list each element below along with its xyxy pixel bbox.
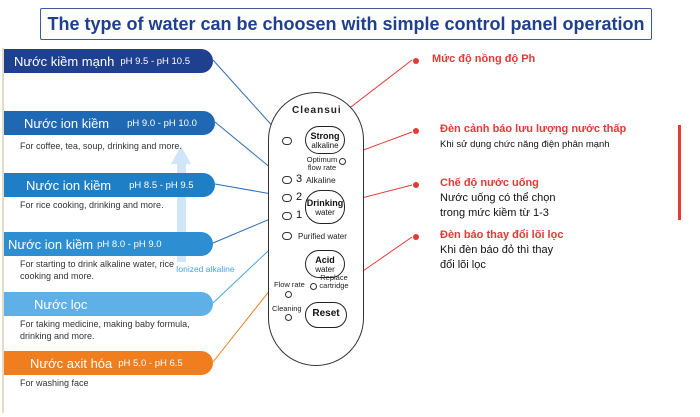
ph-range: pH 8.0 - pH 9.0 bbox=[97, 238, 162, 250]
band-ion-alkaline-low: Nước ion kiềm pH 8.0 - pH 9.0 bbox=[4, 232, 213, 256]
indicator-level-2 bbox=[282, 194, 292, 202]
cleaning-label: Cleaning bbox=[272, 304, 302, 313]
drinking-button-label: Drinking bbox=[306, 198, 344, 208]
right-accent-bar bbox=[678, 125, 681, 220]
annotation-title: Mức độ nồng độ Ph bbox=[432, 53, 536, 65]
band-strong-alkaline: Nước kiềm mạnh pH 9.5 - pH 10.5 bbox=[4, 49, 213, 73]
water-type-desc: For washing face bbox=[20, 378, 89, 388]
strong-alkaline-button[interactable]: Strong alkaline bbox=[305, 126, 345, 154]
indicator-level-1 bbox=[282, 212, 292, 220]
level-2-number: 2 bbox=[296, 191, 303, 203]
indicator-level-3 bbox=[282, 176, 292, 184]
drinking-button-sublabel: water bbox=[315, 208, 335, 217]
annotation-title: Đèn báo thay đổi lõi lọc bbox=[440, 229, 564, 241]
ph-range: pH 8.5 - pH 9.5 bbox=[129, 179, 194, 191]
annotation-dot bbox=[413, 128, 419, 134]
acid-water-button[interactable]: Acid water bbox=[305, 250, 345, 278]
ph-range: pH 5.0 - pH 6.5 bbox=[118, 357, 183, 369]
annotation-replace: Đèn báo thay đổi lõi lọc Khi đèn báo đỏ … bbox=[440, 228, 563, 273]
band-acidic: Nước axit hóa pH 5.0 - pH 6.5 bbox=[4, 351, 213, 375]
annotation-dot bbox=[413, 58, 419, 64]
water-type-name: Nước kiềm mạnh bbox=[14, 53, 115, 69]
water-type-desc: For starting to drink alkaline water, ri… bbox=[20, 259, 175, 281]
indicator-strong bbox=[282, 137, 292, 145]
title-box: The type of water can be choosen with si… bbox=[40, 8, 652, 40]
ph-range: pH 9.0 - pH 10.0 bbox=[127, 117, 197, 129]
ionized-alkaline-label: Ionized alkaline bbox=[176, 264, 235, 274]
water-type-name: Nước axit hóa bbox=[30, 355, 113, 371]
water-type-name: Nước ion kiềm bbox=[24, 115, 110, 131]
drinking-water-button[interactable]: Drinking water bbox=[305, 190, 345, 224]
left-frame-line bbox=[2, 48, 4, 413]
indicator-purified bbox=[282, 232, 292, 240]
annotation-drink-mode: Chế độ nước uống Nước uống có thể chọn t… bbox=[440, 176, 555, 221]
flow-rate-led bbox=[285, 291, 292, 298]
cleaning-led bbox=[285, 314, 292, 321]
annotation-text: trong mức kiềm từ 1-3 bbox=[440, 207, 549, 219]
water-type-desc: For taking medicine, making baby formula… bbox=[20, 319, 190, 341]
band-purified: Nước lọc bbox=[4, 292, 213, 316]
annotation-low-flow: Đèn cảnh báo lưu lượng nước thấp Khi sử … bbox=[440, 122, 626, 152]
acid-button-label: Acid bbox=[315, 255, 335, 265]
band-ion-alkaline-high: Nước ion kiềm pH 9.0 - pH 10.0 bbox=[4, 111, 215, 135]
flow-rate-label: Flow rate bbox=[274, 280, 305, 289]
strong-button-sublabel: alkaline bbox=[311, 141, 339, 150]
level-1-number: 1 bbox=[296, 209, 303, 221]
annotation-dot bbox=[413, 234, 419, 240]
acid-button-sublabel: water bbox=[315, 265, 335, 274]
annotation-dot bbox=[413, 182, 419, 188]
page-title: The type of water can be choosen with si… bbox=[47, 13, 645, 34]
water-type-desc: For rice cooking, drinking and more. bbox=[20, 200, 164, 210]
water-type-desc: For coffee, tea, soup, drinking and more… bbox=[20, 141, 182, 151]
reset-button-label: Reset bbox=[312, 308, 340, 319]
brand-logo: Cleansui bbox=[292, 105, 342, 116]
reset-button[interactable]: Reset bbox=[305, 302, 347, 328]
replace-cartridge-label: Replace cartridge bbox=[319, 273, 349, 290]
ph-range: pH 9.5 - pH 10.5 bbox=[120, 55, 191, 67]
strong-button-label: Strong bbox=[310, 131, 340, 141]
water-type-name: Nước ion kiềm bbox=[26, 177, 112, 193]
water-type-name: Nước lọc bbox=[34, 296, 88, 312]
annotation-title: Đèn cảnh báo lưu lượng nước thấp bbox=[440, 123, 627, 135]
alkaline-label: Alkaline bbox=[306, 175, 336, 185]
purified-water-label: Purified water bbox=[298, 232, 347, 241]
annotation-title: Chế độ nước uống bbox=[440, 177, 539, 189]
optimum-flow-led bbox=[339, 158, 346, 165]
annotation-text: Khi sử dụng chức năng điện phân mạnh bbox=[440, 139, 610, 150]
band-ion-alkaline-mid: Nước ion kiềm pH 8.5 - pH 9.5 bbox=[4, 173, 215, 197]
annotation-ph-level: Mức độ nồng độ Ph bbox=[432, 52, 535, 67]
level-3-number: 3 bbox=[296, 173, 303, 185]
water-type-name: Nước ion kiềm bbox=[8, 236, 94, 252]
annotation-text: Nước uống có thể chọn bbox=[440, 192, 556, 204]
annotation-text: Khi đèn báo đỏ thì thay bbox=[440, 244, 554, 256]
annotation-text: đổi lõi lọc bbox=[440, 259, 486, 271]
replace-cartridge-led bbox=[310, 283, 317, 290]
optimum-flow-label: Optimum flow rate bbox=[306, 155, 338, 172]
